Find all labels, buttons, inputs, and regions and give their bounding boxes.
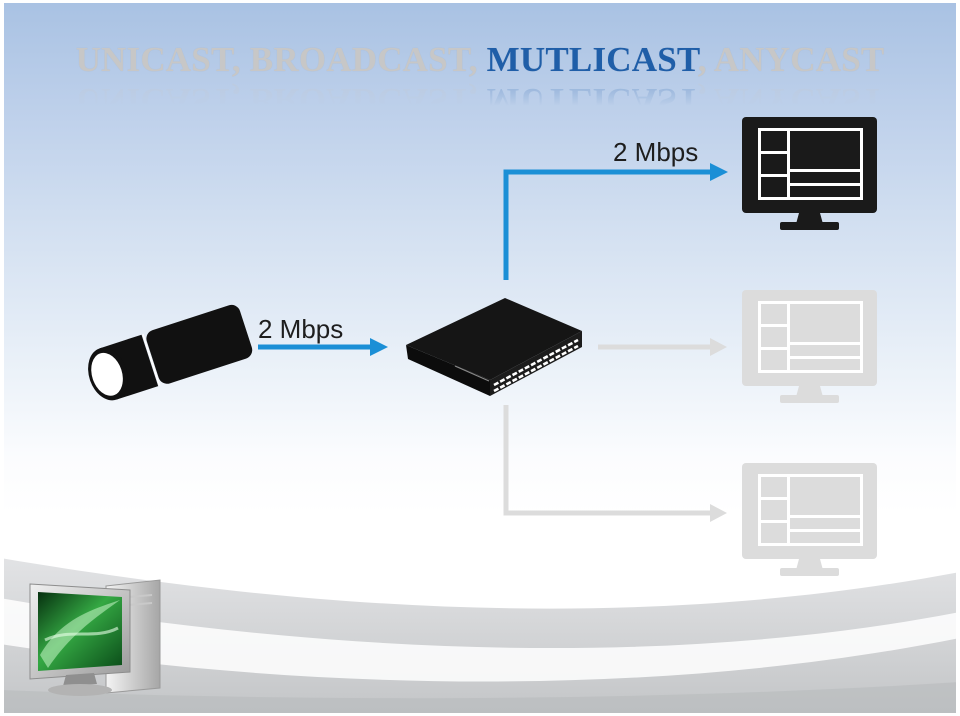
slide-title: UNICAST, BROADCAST, MUTLICAST, ANYCAST — [0, 40, 960, 80]
title-reflection-highlight: MUTLICAST — [486, 81, 698, 120]
output-link-inactive-arrow — [503, 405, 727, 522]
title-reflection: UNICAST, BROADCAST, MUTLICAST, ANYCAST — [0, 80, 960, 120]
input-link-arrow — [258, 338, 388, 356]
network-switch-icon — [406, 298, 582, 396]
output-link-active-arrow — [503, 163, 728, 280]
monitor-icon — [742, 117, 877, 230]
desktop-computer-icon — [29, 579, 161, 696]
title-multicast-highlight: MUTLICAST — [486, 40, 698, 79]
input-link-label: 2 Mbps — [258, 314, 343, 344]
title-unicast-broadcast: UNICAST, BROADCAST, — [75, 40, 487, 79]
title-reflection-part2: , ANYCAST — [697, 81, 885, 120]
title-anycast: , ANYCAST — [697, 40, 885, 79]
title-reflection-part1: UNICAST, BROADCAST, — [75, 81, 487, 120]
monitor-icon — [742, 463, 877, 576]
video-camera-icon — [88, 304, 253, 401]
output-link-label: 2 Mbps — [613, 137, 698, 167]
output-link-inactive-arrow — [598, 338, 727, 356]
bottom-swoosh — [4, 558, 956, 713]
monitor-icon — [742, 290, 877, 403]
